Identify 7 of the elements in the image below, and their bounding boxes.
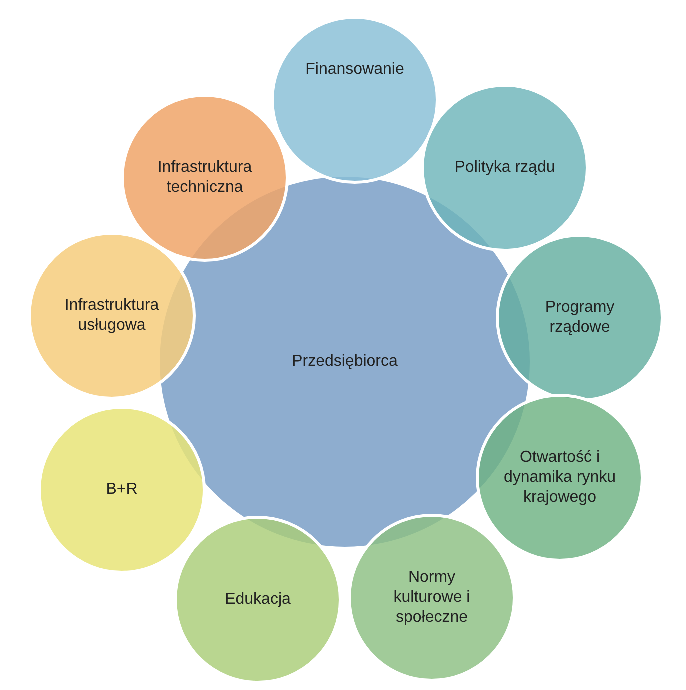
topic-circle: Finansowanie <box>271 16 439 184</box>
topic-circle: Infrastruktura usługowa <box>28 232 196 400</box>
topic-circle: Programy rządowe <box>496 234 664 402</box>
topic-circle: Edukacja <box>174 516 342 684</box>
topic-circle: Otwartość i dynamika rynku krajowego <box>476 394 644 562</box>
topic-circle: Normy kulturowe i społeczne <box>348 514 516 682</box>
topic-circle: B+R <box>38 406 206 574</box>
